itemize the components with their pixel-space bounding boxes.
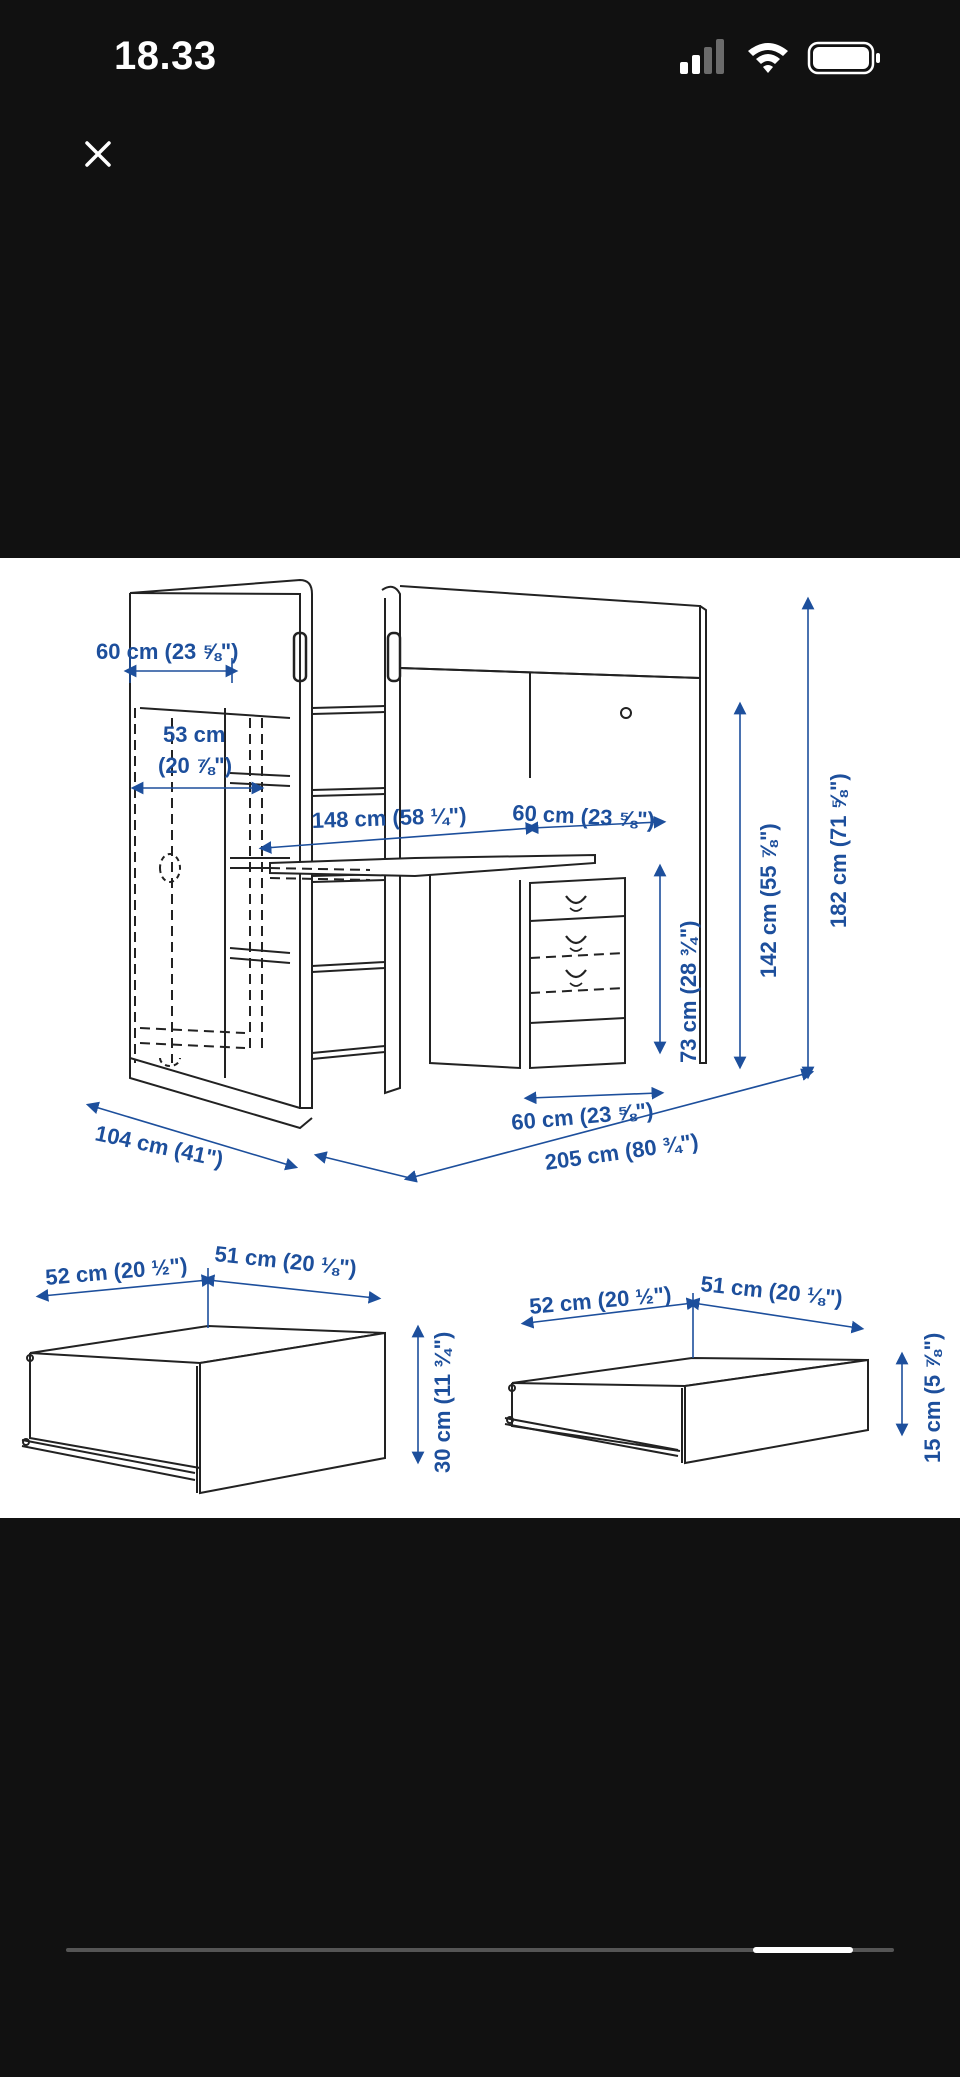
dim-total-height: 182 cm (71 ⅝") bbox=[826, 773, 851, 928]
dim-desk-height: 73 cm (28 ¾") bbox=[676, 920, 701, 1063]
dim-under-bed-height: 142 cm (55 ⅞") bbox=[756, 823, 781, 978]
dim-desk-depth: 60 cm (23 ⅝") bbox=[510, 1098, 654, 1135]
dim-drawer-small-height: 15 cm (5 ⅞") bbox=[920, 1333, 945, 1463]
dim-inner-width-in: (20 ⅞") bbox=[158, 753, 232, 778]
large-drawer-drawing bbox=[21, 1324, 386, 1495]
large-drawer-dim-lines bbox=[35, 1268, 425, 1465]
dim-inner-width-cm: 53 cm bbox=[163, 722, 225, 747]
battery-icon bbox=[807, 41, 880, 75]
scrubber-thumb[interactable] bbox=[753, 1947, 853, 1953]
loft-bed-drawing bbox=[129, 578, 707, 1130]
dim-drawer-small-width: 51 cm (20 ⅛") bbox=[699, 1271, 843, 1311]
dim-desk-span: 148 cm (58 ¼") bbox=[311, 803, 467, 833]
close-icon bbox=[85, 141, 111, 167]
dim-depth: 104 cm (41") bbox=[93, 1120, 226, 1172]
media-scrubber[interactable] bbox=[66, 1947, 894, 1954]
wifi-icon bbox=[748, 43, 788, 73]
cellular-signal-icon bbox=[680, 39, 724, 74]
product-dimension-image[interactable]: 60 cm (23 ⅝") 53 cm (20 ⅞") 148 cm (58 ¼… bbox=[0, 558, 960, 1518]
dim-drawer-large-height: 30 cm (11 ¾") bbox=[430, 1332, 455, 1473]
small-drawer-dim-lines bbox=[520, 1293, 909, 1437]
dimension-lines bbox=[85, 596, 815, 1183]
small-drawer-drawing bbox=[504, 1356, 869, 1465]
status-time: 18.33 bbox=[114, 34, 217, 78]
status-icons bbox=[680, 38, 890, 78]
close-button[interactable] bbox=[72, 128, 124, 180]
loft-bed-dimension-diagram: 60 cm (23 ⅝") 53 cm (20 ⅞") 148 cm (58 ¼… bbox=[21, 578, 945, 1495]
dim-drawer-large-width: 51 cm (20 ⅛") bbox=[213, 1241, 357, 1281]
scrubber-track bbox=[66, 1948, 894, 1952]
dim-top-left-width: 60 cm (23 ⅝") bbox=[96, 639, 239, 664]
status-bar: 18.33 bbox=[0, 0, 960, 110]
dim-total-length: 205 cm (80 ¾") bbox=[543, 1129, 700, 1175]
